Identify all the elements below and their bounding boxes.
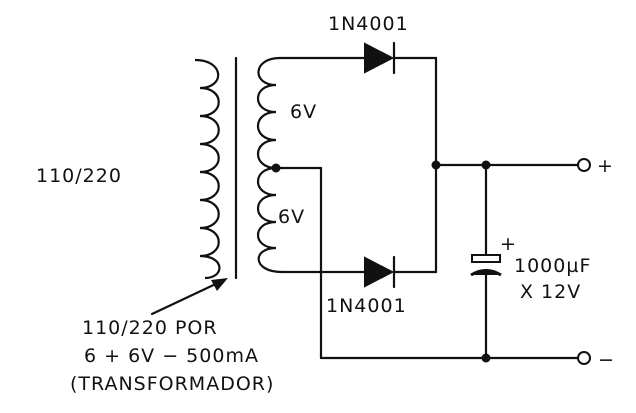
secondary-winding-lower xyxy=(257,166,283,274)
secondary-upper-label: 6V xyxy=(290,101,317,123)
transformer-spec-line1: 110/220 POR xyxy=(82,317,218,339)
diode-top-label: 1N4001 xyxy=(328,13,409,35)
capacitor-rating-label: X 12V xyxy=(520,281,581,303)
secondary-winding-upper xyxy=(257,56,281,170)
output-negative-label: − xyxy=(598,349,615,371)
secondary-lower-label: 6V xyxy=(278,206,305,228)
capacitor-plate-positive xyxy=(471,254,501,263)
diode-bottom xyxy=(364,256,395,288)
transformer-pointer-head xyxy=(211,278,228,291)
transformer-pointer-line xyxy=(150,279,224,316)
transformer-spec-line2: 6 + 6V − 500mA xyxy=(84,345,259,367)
terminal-negative[interactable] xyxy=(577,351,591,365)
terminal-positive[interactable] xyxy=(577,158,591,172)
capacitor-polarity-label: + xyxy=(500,233,517,255)
diode-top xyxy=(364,42,395,74)
input-voltage-label: 110/220 xyxy=(36,165,122,187)
transformer-spec-line3: (TRANSFORMADOR) xyxy=(70,373,274,395)
node-positive-left xyxy=(431,160,441,170)
capacitor-value-label: 1000µF xyxy=(514,255,591,277)
diode-bottom-label: 1N4001 xyxy=(326,295,407,317)
primary-winding xyxy=(194,58,221,280)
output-positive-label: + xyxy=(597,155,614,177)
